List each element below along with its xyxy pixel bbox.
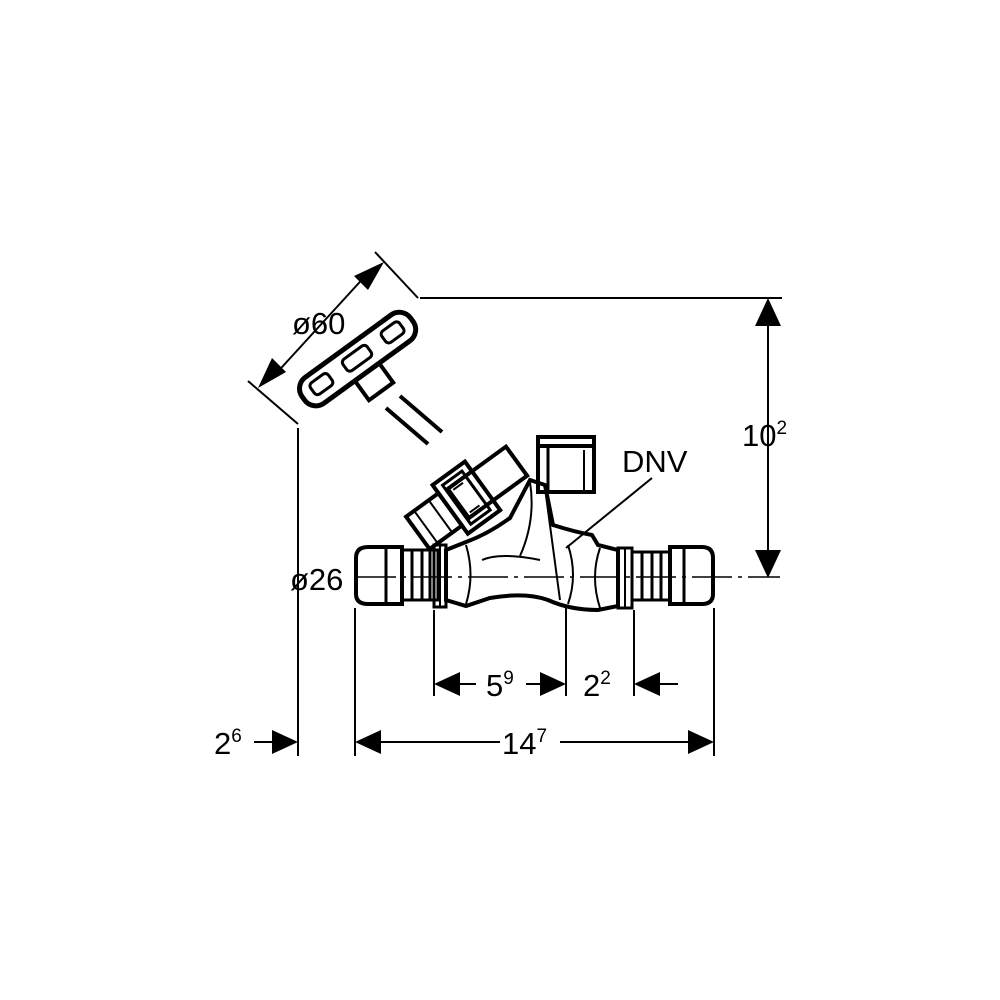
arrowhead-icon: [434, 672, 460, 696]
arrowhead-icon: [755, 298, 781, 326]
valve-bonnet: [403, 443, 530, 552]
arrowhead-icon: [634, 672, 660, 696]
outlet-length-label: 22: [583, 668, 611, 703]
height-label: 102: [742, 418, 787, 453]
outlet-length-label-base: 2: [583, 668, 600, 703]
valve-stem: [384, 394, 444, 446]
overall-length-label: 147: [502, 726, 547, 761]
arrowhead-icon: [688, 730, 714, 754]
dnv-callout: DNV: [565, 444, 688, 549]
wheel-offset-label-base: 2: [214, 726, 231, 761]
valve-body: [444, 477, 620, 613]
dimension-height: 102: [420, 297, 787, 578]
arrowhead-icon: [258, 358, 286, 388]
handwheel-diameter-label: ø60: [292, 306, 345, 341]
dnv-label: DNV: [622, 444, 688, 479]
overall-length-label-base: 14: [502, 726, 536, 761]
handwheel: [297, 309, 419, 409]
press-fit-valve-illustration: [297, 309, 780, 613]
left-press-connection: [354, 543, 448, 609]
dimension-wheel-offset: 26: [214, 726, 298, 761]
body-length-label-sup: 9: [503, 668, 514, 689]
overall-length-label-sup: 7: [536, 726, 547, 747]
top-spigot: [536, 435, 596, 494]
arrowhead-icon: [272, 730, 298, 754]
body-length-label: 59: [486, 668, 514, 703]
arrowhead-icon: [540, 672, 566, 696]
dimension-body-length: 59: [434, 668, 566, 703]
arrowhead-icon: [755, 550, 781, 578]
height-label-base: 10: [742, 418, 776, 453]
dimension-overall-length: 147: [355, 726, 714, 761]
wheel-offset-label: 26: [214, 726, 242, 761]
arrowhead-icon: [354, 262, 384, 290]
height-label-sup: 2: [776, 418, 787, 439]
extension-lines: [297, 428, 715, 756]
dimension-outlet-length: 22: [583, 668, 678, 703]
arrowhead-icon: [355, 730, 381, 754]
right-press-connection: [616, 545, 715, 610]
body-length-label-base: 5: [486, 668, 503, 703]
dimension-handwheel-diameter: ø60: [247, 251, 419, 425]
outlet-length-label-sup: 2: [600, 668, 611, 689]
wheel-offset-label-sup: 6: [231, 726, 242, 747]
